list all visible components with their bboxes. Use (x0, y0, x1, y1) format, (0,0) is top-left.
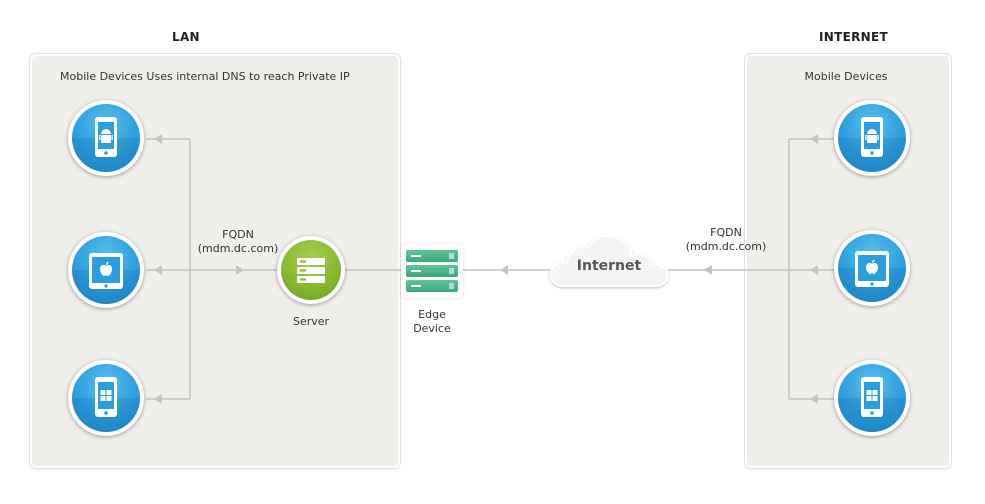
windows-phone-icon (95, 377, 117, 417)
internet-apple-device (834, 230, 910, 306)
edge-device-label: Edge Device (402, 308, 462, 336)
internet-title: INTERNET (819, 30, 888, 44)
arrow-left-icon (154, 265, 162, 275)
arrow-left-icon (154, 134, 162, 144)
arrow-left-icon (704, 265, 712, 275)
lan-caption: Mobile Devices Uses internal DNS to reac… (60, 70, 350, 83)
internet-cloud-icon (549, 234, 669, 287)
server-label: Server (292, 315, 330, 328)
lan-fqdn-value: (mdm.dc.com) (197, 242, 279, 255)
apple-tablet-icon (855, 251, 889, 287)
internet-windows-device (834, 360, 910, 436)
lan-apple-device (68, 232, 144, 308)
internet-fqdn-label: FQDN (mdm.dc.com) (678, 226, 774, 254)
windows-phone-icon (861, 377, 883, 417)
internet-caption: Mobile Devices (804, 70, 888, 83)
internet-cloud-label: Internet (576, 258, 642, 274)
apple-tablet-icon (89, 253, 123, 289)
arrow-left-icon (810, 394, 818, 404)
internet-android-device (834, 100, 910, 176)
arrow-left-icon (500, 265, 508, 275)
internet-fqdn-value: (mdm.dc.com) (685, 240, 767, 253)
server-icon (297, 258, 325, 283)
lan-title: LAN (172, 30, 200, 44)
lan-fqdn-label: FQDN (mdm.dc.com) (190, 228, 286, 256)
android-phone-icon (861, 117, 883, 157)
edge-label-line2: Device (413, 322, 451, 335)
lan-fqdn-title: FQDN (222, 228, 254, 241)
lan-windows-device (68, 360, 144, 436)
edge-device-node (401, 244, 463, 298)
lan-android-device (68, 100, 144, 176)
arrow-left-icon (810, 265, 818, 275)
server-node (277, 236, 345, 304)
arrow-left-icon (810, 134, 818, 144)
internet-fqdn-title: FQDN (710, 226, 742, 239)
android-phone-icon (95, 117, 117, 157)
arrow-right-icon (236, 265, 244, 275)
edge-label-line1: Edge (418, 308, 446, 321)
arrow-left-icon (154, 394, 162, 404)
